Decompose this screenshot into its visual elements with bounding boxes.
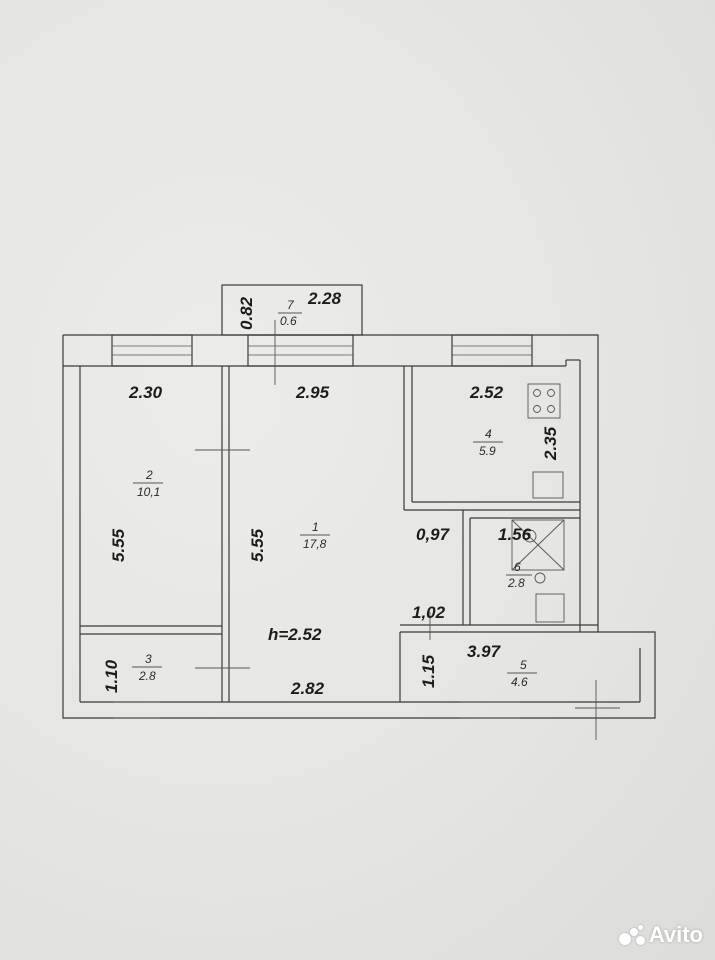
- balcony-number: 7: [287, 298, 295, 312]
- corridor-depth: 1,02: [412, 603, 446, 622]
- avito-watermark-text: Avito: [648, 922, 703, 947]
- toilet-icon: [534, 572, 546, 584]
- ceiling-height: h=2.52: [268, 625, 322, 644]
- corridor: 0,97 1,02: [412, 525, 451, 622]
- stove-icon: [527, 383, 561, 419]
- room-4-width: 2.52: [469, 383, 504, 402]
- room-3-height: 1.10: [102, 659, 121, 693]
- room-6: 1.56 6 2.8: [498, 525, 532, 590]
- shower-icon: [511, 519, 565, 571]
- room-2: 2.30 5.55 2 10,1: [109, 383, 163, 562]
- room-4-number: 4: [485, 427, 492, 441]
- avito-watermark: Avito: [618, 922, 703, 948]
- bottom-width: 2.82: [290, 679, 325, 698]
- room-1-number: 1: [312, 520, 319, 534]
- room-5-number: 5: [520, 658, 527, 672]
- room-1-height: 5.55: [248, 528, 267, 562]
- room-3: 1.10 3 2.8: [102, 652, 162, 693]
- windows: [111, 334, 533, 719]
- room-6-area: 2.8: [507, 576, 525, 590]
- balcony-depth-label: 0.82: [237, 296, 256, 330]
- room-1-width: 2.95: [295, 383, 330, 402]
- room-2-number: 2: [145, 468, 153, 482]
- room-1-area: 17,8: [303, 537, 327, 551]
- room-2-width: 2.30: [128, 383, 163, 402]
- room-3-number: 3: [145, 652, 152, 666]
- room-4: 2.52 2.35 4 5.9: [469, 383, 560, 461]
- room-5-height: 1.15: [419, 654, 438, 688]
- room-5: 3.97 1.15 5 4.6: [419, 642, 537, 689]
- room-4-height: 2.35: [541, 426, 560, 461]
- bath-sink-icon: [535, 593, 565, 623]
- interior-walls: [80, 366, 598, 702]
- dimension-ticks: [195, 320, 620, 740]
- balcony: 0.82 2.28 7 0.6: [221, 284, 363, 336]
- balcony-area: 0.6: [280, 314, 297, 328]
- fixtures: [511, 383, 565, 623]
- balcony-length-label: 2.28: [307, 289, 342, 308]
- kitchen-sink-icon: [532, 471, 564, 499]
- avito-logo-icon: [618, 924, 645, 946]
- room-6-width: 1.56: [498, 525, 532, 544]
- corridor-width: 0,97: [416, 525, 451, 544]
- room-1: 2.95 5.55 1 17,8 h=2.52 2.82: [248, 383, 330, 698]
- room-3-area: 2.8: [138, 669, 156, 683]
- room-5-width: 3.97: [467, 642, 502, 661]
- room-5-area: 4.6: [511, 675, 528, 689]
- room-4-area: 5.9: [479, 444, 496, 458]
- room-6-number: 6: [514, 560, 521, 574]
- room-2-area: 10,1: [137, 485, 160, 499]
- room-2-height: 5.55: [109, 528, 128, 562]
